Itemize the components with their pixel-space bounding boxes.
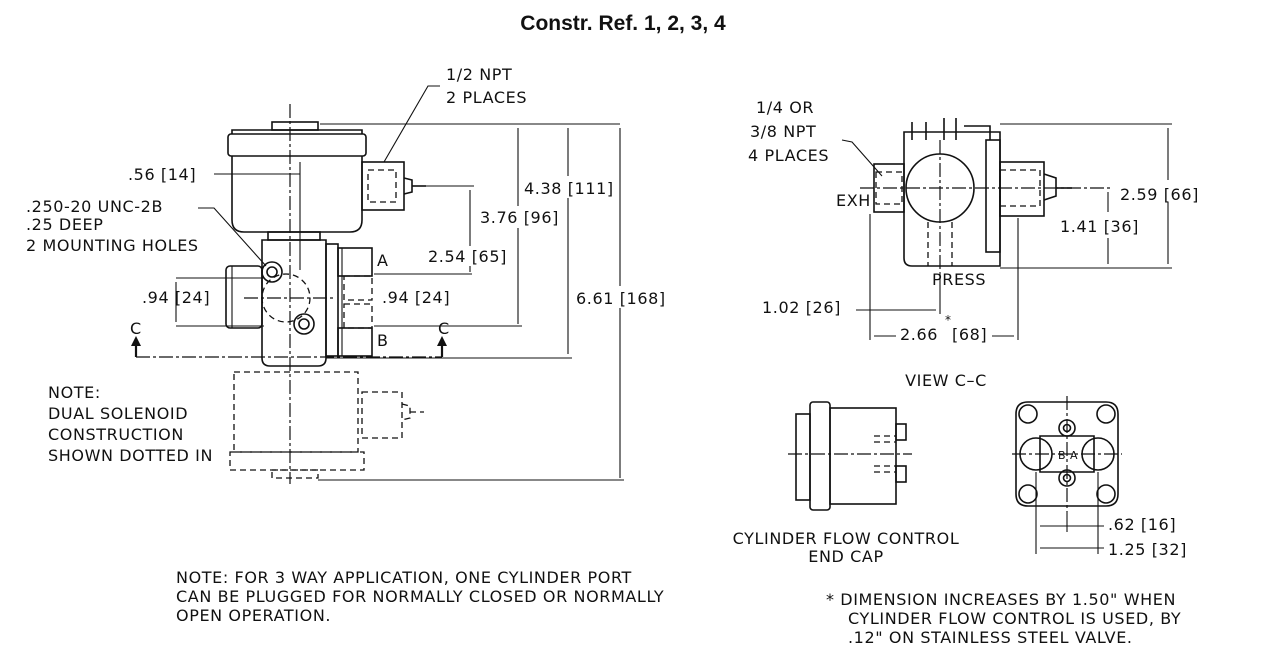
end-cap-view: CYLINDER FLOW CONTROL END CAP — [733, 401, 960, 566]
section-a-label: A — [1070, 449, 1078, 462]
star-note-line1: * DIMENSION INCREASES BY 1.50" WHEN — [826, 590, 1176, 609]
section-inner-frame — [1039, 435, 1095, 473]
dim-062-label: .62 [16] — [1108, 515, 1176, 534]
bottom-note-line3: OPEN OPERATION. — [176, 606, 331, 625]
end-cap-body — [829, 407, 897, 505]
exh-label: EXH — [836, 191, 871, 210]
solenoid-stem — [267, 231, 321, 241]
side-body — [903, 131, 1001, 267]
corner-bolt-tr — [1096, 404, 1116, 424]
note-line1: NOTE: — [48, 383, 101, 402]
note-line4: SHOWN DOTTED IN — [48, 446, 213, 465]
side-port-nipple — [1043, 173, 1057, 201]
second-solenoid-cap — [229, 451, 365, 471]
second-solenoid-nut — [271, 469, 319, 479]
right-side-view: 1/4 OR 3/8 NPT 4 PLACES EXH PRESS 2.59 [… — [748, 98, 1199, 344]
conduit-nipple — [403, 177, 413, 195]
dim-266-label: 2.66 — [900, 325, 938, 344]
second-conduit-nipple — [401, 403, 411, 421]
side-flange — [985, 139, 1001, 253]
end-cap-screw-bot — [895, 465, 907, 483]
bottom-note-line1: NOTE: FOR 3 WAY APPLICATION, ONE CYLINDE… — [176, 568, 632, 587]
valve-body-flange — [325, 243, 339, 357]
port-b-thread-hidden — [343, 303, 373, 329]
star-note-line3: .12" ON STAINLESS STEEL VALVE. — [848, 628, 1133, 647]
port-a-label: A — [377, 251, 389, 270]
solenoid-cap-nut — [271, 121, 319, 131]
npt-callout-line1: 1/2 NPT — [446, 65, 512, 84]
dim-094-right-label: .94 [24] — [382, 288, 450, 307]
corner-bolt-br — [1096, 484, 1116, 504]
dim-438-label: 4.38 [111] — [524, 179, 614, 198]
rv-npt-leader — [841, 139, 883, 177]
star-note-line2: CYLINDER FLOW CONTROL IS USED, BY — [848, 609, 1181, 628]
corner-bolt-tl — [1018, 404, 1038, 424]
note-line2: DUAL SOLENOID — [48, 404, 188, 423]
dim-376-label: 3.76 [96] — [480, 208, 559, 227]
mounting-callout-line3: 2 MOUNTING HOLES — [26, 236, 199, 255]
second-solenoid-housing — [233, 371, 359, 453]
press-label: PRESS — [932, 270, 986, 289]
npt-callout-line2: 2 PLACES — [446, 88, 527, 107]
rv-npt-line2: 3/8 NPT — [750, 122, 816, 141]
port-b-label: B — [377, 331, 389, 350]
end-cap-label-line2: END CAP — [808, 547, 883, 566]
dim-125-label: 1.25 [32] — [1108, 540, 1187, 559]
section-cc-face: B A .62 [16] 1.25 [32] — [1012, 396, 1187, 559]
solenoid-housing — [231, 156, 363, 233]
dim-259-label: 2.59 [66] — [1120, 185, 1199, 204]
mounting-hole-upper — [261, 261, 283, 283]
left-front-view: A B C C 1/2 NPT 2 PLACES . — [26, 65, 666, 484]
section-b-label: B — [1058, 449, 1066, 462]
dim-254-label: 2.54 [65] — [428, 247, 507, 266]
end-cap-flange — [809, 401, 831, 511]
mounting-hole-lower — [293, 313, 315, 335]
mounting-hole-upper-inner — [266, 266, 278, 278]
dim-266-mm: [68] — [952, 325, 987, 344]
mounting-callout-line1: .250-20 UNC-2B — [26, 197, 163, 216]
valve-body — [261, 239, 327, 367]
dual-solenoid-dotted — [229, 371, 424, 479]
second-conduit-fitting — [361, 391, 403, 439]
corner-bolt-bl — [1018, 484, 1038, 504]
dim-266-star: * — [945, 313, 952, 327]
section-c-left-arrow — [131, 336, 141, 346]
npt-leader — [383, 85, 440, 163]
conduit-thread-hidden — [367, 169, 397, 203]
conduit-fitting — [361, 161, 405, 211]
mounting-hole-lower-inner — [298, 318, 310, 330]
side-body-top-detail — [911, 118, 991, 140]
dim-141-label: 1.41 [36] — [1060, 217, 1139, 236]
end-cap-plate — [795, 413, 811, 501]
dim-661-label: 6.61 [168] — [576, 289, 666, 308]
rv-npt-line3: 4 PLACES — [748, 146, 829, 165]
end-cap-label-line1: CYLINDER FLOW CONTROL — [733, 529, 960, 548]
section-outline — [1015, 401, 1119, 507]
dim-102-label: 1.02 [26] — [762, 298, 841, 317]
solenoid-housing-top — [227, 133, 367, 157]
mounting-leader — [198, 207, 267, 267]
side-port-boss — [225, 265, 263, 329]
mounting-callout-line2: .25 DEEP — [26, 215, 104, 234]
section-c-right-label: C — [438, 319, 450, 338]
dim-056-label: .56 [14] — [128, 165, 196, 184]
drawing-title: Constr. Ref. 1, 2, 3, 4 — [520, 12, 726, 35]
rv-npt-line1: 1/4 OR — [756, 98, 814, 117]
bottom-note-line2: CAN BE PLUGGED FOR NORMALLY CLOSED OR NO… — [176, 587, 664, 606]
end-cap-screw-top — [895, 423, 907, 441]
section-c-left-label: C — [130, 319, 142, 338]
view-cc-label: VIEW C–C — [905, 371, 987, 390]
section-c-right-arrow — [437, 336, 447, 346]
port-a-thread-hidden — [343, 275, 373, 301]
note-line3: CONSTRUCTION — [48, 425, 184, 444]
port-a-boss — [337, 247, 373, 277]
port-b-boss — [337, 327, 373, 357]
